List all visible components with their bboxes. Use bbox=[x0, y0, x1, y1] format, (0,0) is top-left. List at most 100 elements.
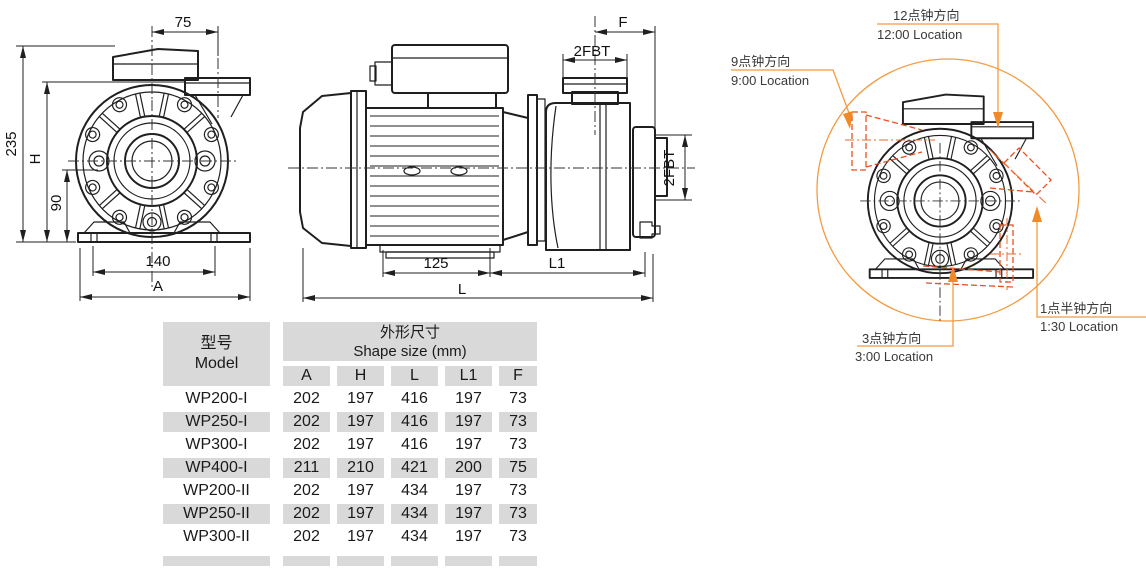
dim-2fbt-side: 2FBT bbox=[661, 150, 678, 187]
model-cell: WP250-I bbox=[163, 412, 270, 432]
model-header-cell: 型号 Model bbox=[163, 322, 270, 386]
value-cell bbox=[283, 556, 330, 566]
value-cell: 197 bbox=[445, 412, 492, 432]
col-header-l: L bbox=[391, 366, 438, 386]
label-9oclock-en: 9:00 Location bbox=[731, 73, 809, 88]
table-row: WP250-I 202 197 416 197 73 bbox=[163, 412, 537, 432]
arrow-3oclock bbox=[948, 266, 958, 282]
value-cell: 197 bbox=[347, 436, 374, 453]
dim-2fbt-top: 2FBT bbox=[574, 43, 611, 60]
shape-size-header-cell: 外形尺寸 Shape size (mm) bbox=[283, 322, 537, 361]
shape-size-header-zh: 外形尺寸 bbox=[379, 323, 440, 341]
col-header-l1: L1 bbox=[445, 366, 492, 386]
value-cell: 202 bbox=[293, 436, 320, 453]
model-cell: WP300-II bbox=[183, 528, 250, 545]
dim-125: 125 bbox=[423, 255, 448, 272]
value-cell: 197 bbox=[455, 528, 482, 545]
value-cell: 197 bbox=[347, 528, 374, 545]
value-cell: 434 bbox=[401, 528, 428, 545]
value-cell: 197 bbox=[347, 390, 374, 407]
leader-9oclock bbox=[731, 69, 850, 114]
value-cell bbox=[391, 556, 438, 566]
model-cell: WP400-I bbox=[163, 458, 270, 478]
dim-a: A bbox=[153, 278, 163, 295]
value-cell: 416 bbox=[401, 436, 428, 453]
value-cell: 73 bbox=[499, 412, 537, 432]
arrow-9oclock bbox=[843, 111, 853, 129]
model-cell: WP200-I bbox=[185, 390, 248, 407]
label-3oclock-zh: 3点钟方向 bbox=[862, 331, 921, 346]
col-header-f: F bbox=[499, 366, 537, 386]
value-cell: 73 bbox=[509, 482, 527, 499]
table-row-clipped bbox=[163, 556, 537, 566]
value-cell: 197 bbox=[337, 504, 384, 524]
table-row: WP200-I 202 197 416 197 73 bbox=[163, 389, 537, 409]
label-9oclock-zh: 9点钟方向 bbox=[731, 54, 790, 69]
dim-140: 140 bbox=[145, 253, 170, 270]
value-cell: 202 bbox=[293, 482, 320, 499]
dim-90: 90 bbox=[48, 195, 65, 212]
dim-l: L bbox=[458, 281, 466, 298]
dim-235: 235 bbox=[3, 131, 20, 156]
arrow-130 bbox=[1032, 206, 1042, 222]
orientation-view: 12点钟方向 12:00 Location 9点钟方向 9:00 Locatio… bbox=[731, 8, 1146, 364]
value-cell: 200 bbox=[445, 458, 492, 478]
value-cell: 434 bbox=[401, 482, 428, 499]
value-cell bbox=[445, 556, 492, 566]
value-cell bbox=[499, 556, 537, 566]
port-130-dashed bbox=[989, 147, 1052, 206]
model-cell: WP200-II bbox=[183, 482, 250, 499]
orientation-circle bbox=[816, 58, 1080, 322]
label-12oclock-en: 12:00 Location bbox=[877, 27, 962, 42]
model-cell: WP300-I bbox=[185, 436, 248, 453]
table-row: WP250-II 202 197 434 197 73 bbox=[163, 504, 537, 524]
column-header-row: A H L L1 F bbox=[283, 366, 537, 386]
model-header-en: Model bbox=[194, 355, 239, 372]
dim-f: F bbox=[618, 14, 627, 31]
value-cell: 202 bbox=[283, 504, 330, 524]
col-header-a: A bbox=[283, 366, 330, 386]
shape-size-header-en: Shape size (mm) bbox=[353, 342, 467, 360]
value-cell: 202 bbox=[293, 390, 320, 407]
value-cell: 434 bbox=[391, 504, 438, 524]
value-cell: 416 bbox=[391, 412, 438, 432]
table-row: WP300-I 202 197 416 197 73 bbox=[163, 435, 537, 455]
value-cell: 73 bbox=[499, 504, 537, 524]
table-row: WP400-I 211 210 421 200 75 bbox=[163, 458, 537, 478]
table-row: WP300-II 202 197 434 197 73 bbox=[163, 527, 537, 547]
col-header-h: H bbox=[337, 366, 384, 386]
dim-75: 75 bbox=[175, 14, 192, 31]
port-9oclock-dashed bbox=[845, 111, 935, 171]
value-cell: 202 bbox=[293, 528, 320, 545]
label-130-zh: 1点半钟方向 bbox=[1040, 301, 1112, 316]
model-cell bbox=[163, 556, 270, 566]
port-3oclock-dashed bbox=[922, 218, 1022, 290]
leader-3oclock bbox=[857, 282, 954, 347]
value-cell: 197 bbox=[455, 390, 482, 407]
value-cell: 197 bbox=[455, 436, 482, 453]
side-view: F 2FBT 2FBT 125 L1 L bbox=[288, 14, 695, 302]
model-header-zh: 型号 bbox=[200, 335, 233, 352]
value-cell: 197 bbox=[337, 412, 384, 432]
label-12oclock-zh: 12点钟方向 bbox=[893, 8, 959, 23]
label-130-en: 1:30 Location bbox=[1040, 319, 1118, 334]
value-cell: 73 bbox=[509, 390, 527, 407]
arrow-12oclock bbox=[993, 112, 1003, 128]
label-3oclock-en: 3:00 Location bbox=[855, 349, 933, 364]
value-cell: 211 bbox=[283, 458, 330, 478]
value-cell: 202 bbox=[283, 412, 330, 432]
value-cell: 75 bbox=[499, 458, 537, 478]
leader-12oclock bbox=[877, 23, 999, 112]
leader-130 bbox=[1036, 222, 1146, 318]
value-cell: 421 bbox=[391, 458, 438, 478]
front-view: 75 235 H 90 140 A bbox=[3, 14, 251, 301]
table-row: WP200-II 202 197 434 197 73 bbox=[163, 481, 537, 501]
value-cell: 73 bbox=[509, 528, 527, 545]
value-cell: 197 bbox=[445, 504, 492, 524]
size-table: 型号 Model 外形尺寸 Shape size (mm) A H L L1 F… bbox=[163, 322, 537, 566]
value-cell bbox=[337, 556, 384, 566]
model-cell: WP250-II bbox=[163, 504, 270, 524]
dim-l1: L1 bbox=[549, 255, 566, 272]
